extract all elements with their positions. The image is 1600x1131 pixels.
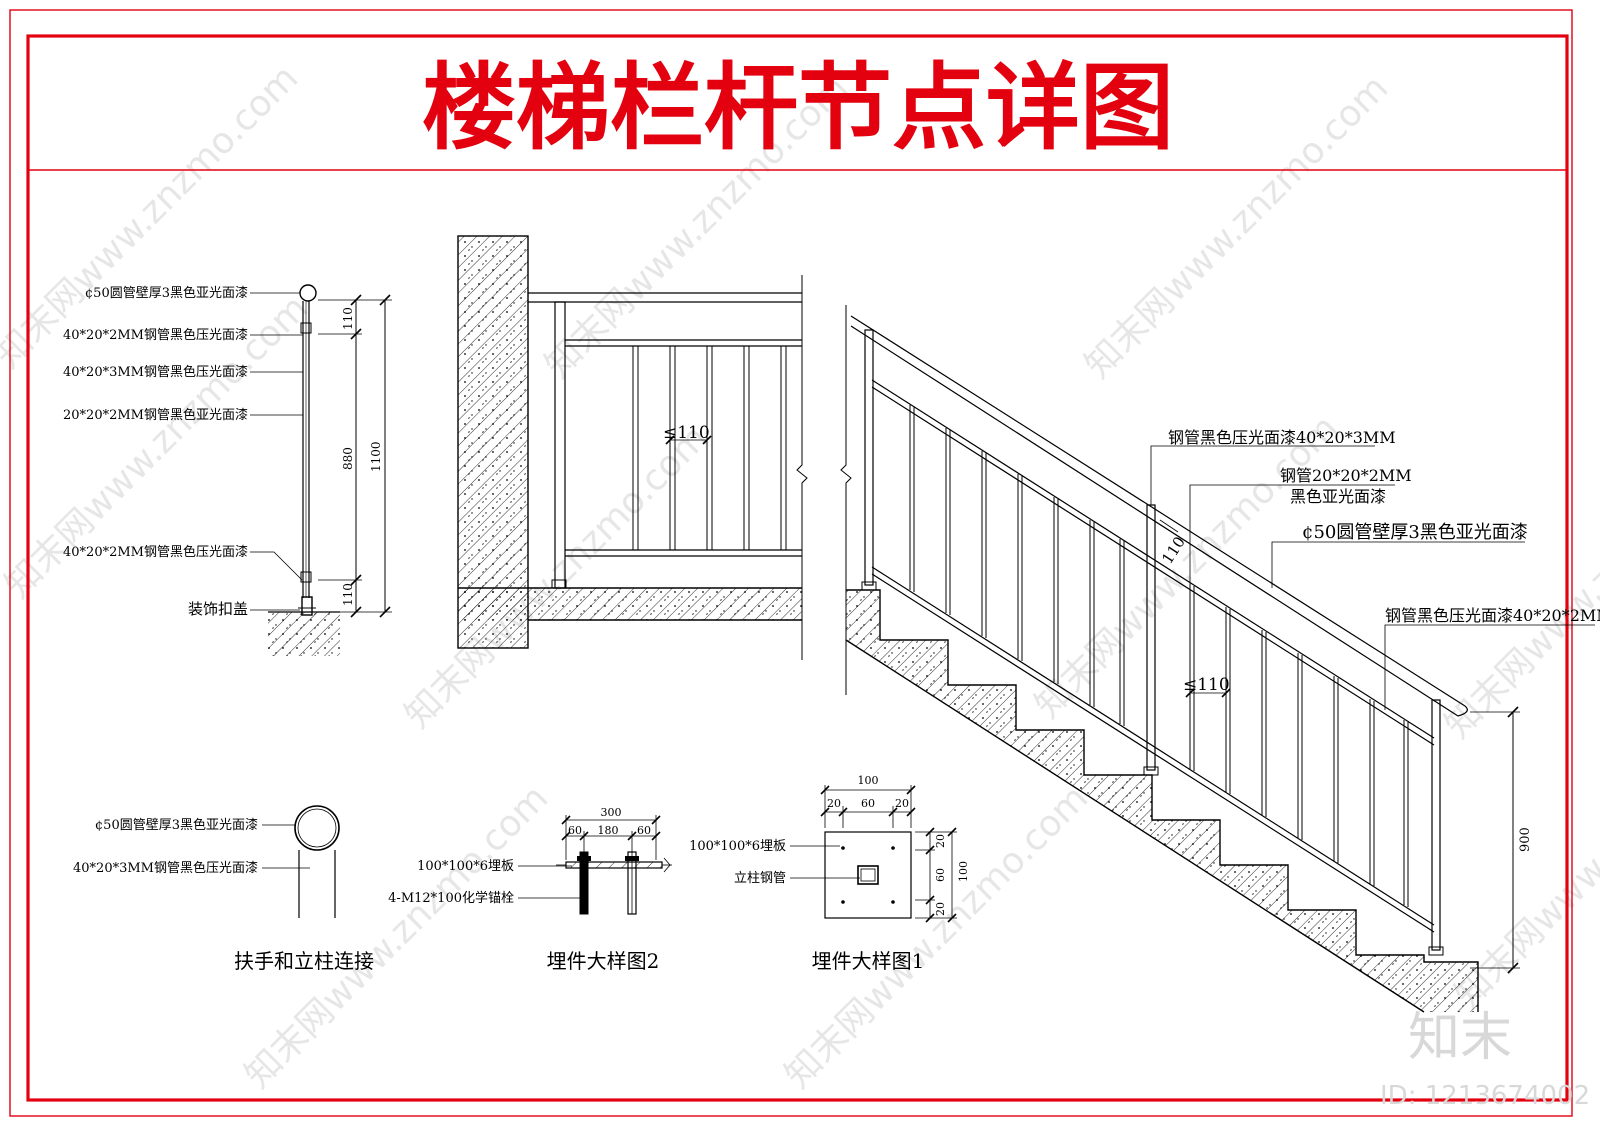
embed1-label-post: 立柱钢管: [734, 871, 786, 886]
post-dim-total: 1100: [369, 441, 383, 472]
handrail-detail-label-pipe: ¢50圆管壁厚3黑色亚光面漆: [95, 817, 258, 833]
embed-detail-2: [518, 815, 672, 915]
post-label-post: 40*20*3MM钢管黑色压光面漆: [63, 364, 248, 380]
cad-content: ¢50圆管壁厚3黑色亚光面漆 40*20*2MM钢管黑色压光面漆 40*20*3…: [63, 235, 1600, 1013]
watermark-id: ID: 1213674002: [1380, 1081, 1590, 1111]
handrail-detail-label-post: 40*20*3MM钢管黑色压光面漆: [73, 860, 258, 876]
embed2-dim-total: 300: [601, 806, 622, 819]
watermark-text: 知末网www.znzmo.com: [397, 418, 716, 737]
stair-label-baluster: 钢管20*20*2MM: [1280, 466, 1412, 485]
stair-spacing-dim: ≤110: [1183, 675, 1230, 695]
landing-spacing-dim: ≤110: [663, 423, 710, 443]
embed2-label-anchor: 4-M12*100化学锚栓: [388, 890, 514, 906]
embed1-dim-vtotal: 100: [957, 861, 970, 882]
stair-label-handrail: ¢50圆管壁厚3黑色亚光面漆: [1302, 522, 1528, 543]
embed2-dim-left: 60: [568, 824, 582, 837]
post-label-baluster: 20*20*2MM钢管黑色亚光面漆: [63, 407, 248, 423]
stair-elevation: [845, 315, 1595, 1013]
stair-height-dim: 900: [1518, 827, 1533, 852]
post-section: [250, 284, 392, 656]
embed1-dim-total: 100: [858, 774, 879, 787]
post-label-bottom-rail: 40*20*2MM钢管黑色压光面漆: [63, 544, 248, 560]
drawing-frame: [9, 9, 1573, 1117]
embed2-dim-right: 60: [637, 824, 651, 837]
watermark-logo: 知末: [1408, 1008, 1512, 1068]
post-label-cover: 装饰扣盖: [188, 600, 248, 618]
embed1-label-plate: 100*100*6埋板: [689, 839, 786, 854]
page-title: 楼梯栏杆节点详图: [422, 54, 1174, 163]
embed2-label-plate: 100*100*6埋板: [417, 859, 514, 874]
embed1-dim-b: 60: [861, 797, 875, 810]
embed1-dim-va: 20: [934, 834, 947, 848]
stair-label-rail-40x20x3: 钢管黑色压光面漆40*20*3MM: [1168, 428, 1396, 447]
embed1-dim-vc: 20: [934, 902, 947, 916]
embed2-caption: 埋件大样图2: [547, 949, 660, 973]
embed1-caption: 埋件大样图1: [812, 949, 925, 973]
post-dim-bottom: 110: [341, 583, 355, 606]
post-label-top-rail: 40*20*2MM钢管黑色压光面漆: [63, 327, 248, 343]
embed2-dim-mid: 180: [598, 824, 619, 837]
stair-label-rail-40x20x2: 钢管黑色压光面漆40*20*2MM: [1385, 606, 1600, 625]
watermark-layer: 知末网www.znzmo.com 知末网www.znzmo.com 知末网www…: [0, 58, 1600, 1097]
handrail-detail-caption: 扶手和立柱连接: [234, 949, 374, 973]
handrail-detail: [262, 805, 340, 918]
embed1-dim-c: 20: [895, 797, 909, 810]
post-label-handrail: ¢50圆管壁厚3黑色亚光面漆: [85, 285, 248, 301]
embed1-dim-vb: 60: [934, 868, 947, 882]
embed1-dim-a: 20: [827, 797, 841, 810]
post-dim-middle: 880: [341, 447, 355, 470]
embed-detail-1: [790, 785, 957, 923]
landing-elevation: [457, 235, 852, 695]
post-dim-top: 110: [341, 307, 355, 330]
stair-label-baluster-finish: 黑色亚光面漆: [1290, 487, 1386, 506]
watermark-text: 知末网www.znzmo.com: [1437, 428, 1600, 747]
